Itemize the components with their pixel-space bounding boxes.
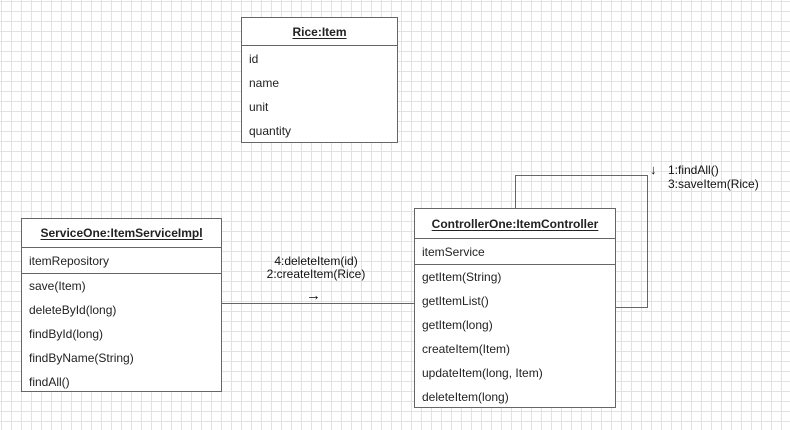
- edge-controller-self-loop-segment-left[interactable]: [515, 175, 516, 208]
- method-row: updateItem(long, Item): [422, 366, 543, 380]
- method-row: getItem(String): [422, 270, 502, 284]
- down-arrow-icon: ↓: [650, 162, 657, 177]
- attribute-row: name: [249, 76, 280, 90]
- serviceone-methods: save(Item) deleteById(long) findById(lon…: [22, 274, 221, 394]
- attribute-row: itemRepository: [29, 253, 110, 268]
- edge-label-line: 4:deleteItem(id): [274, 254, 358, 268]
- edge-service-to-controller[interactable]: [222, 303, 414, 304]
- attribute-row: itemService: [422, 244, 485, 259]
- method-row: findById(long): [29, 327, 104, 341]
- attribute-row: id: [249, 51, 259, 66]
- rice-item-title: Rice:Item: [242, 18, 397, 46]
- method-row: getItemList(): [422, 294, 489, 308]
- edge-controller-self-loop-segment-bottom[interactable]: [616, 307, 648, 308]
- method-row: save(Item): [29, 279, 86, 293]
- right-arrow-icon: →: [306, 287, 321, 304]
- serviceone-title: ServiceOne:ItemServiceImpl: [22, 219, 221, 248]
- method-row: getItem(long): [422, 318, 493, 332]
- uml-object-rice-item[interactable]: Rice:Item id name unit quantity: [241, 17, 398, 143]
- method-row: deleteItem(long): [422, 390, 509, 404]
- controllerone-attributes: itemService: [415, 239, 615, 265]
- controllerone-title: ControllerOne:ItemController: [415, 209, 615, 239]
- attribute-row: unit: [249, 100, 269, 114]
- edge-label-line: 3:saveItem(Rice): [668, 177, 759, 191]
- attribute-row: quantity: [249, 124, 292, 138]
- serviceone-attributes: itemRepository: [22, 248, 221, 274]
- edge-controller-self-loop-segment-top[interactable]: [515, 175, 648, 176]
- edge-label-service-controller[interactable]: 4:deleteItem(id) 2:createItem(Rice): [256, 255, 376, 281]
- edge-label-line: 1:findAll(): [668, 163, 719, 177]
- method-row: createItem(Item): [422, 342, 511, 356]
- method-row: deleteById(long): [29, 303, 117, 317]
- rice-item-attributes: id name unit quantity: [242, 46, 397, 143]
- uml-object-serviceone[interactable]: ServiceOne:ItemServiceImpl itemRepositor…: [21, 218, 222, 392]
- method-row: findAll(): [29, 375, 70, 389]
- controllerone-methods: getItem(String) getItemList() getItem(lo…: [415, 265, 615, 409]
- edge-label-line: 2:createItem(Rice): [266, 267, 366, 281]
- method-row: findByName(String): [29, 351, 134, 365]
- edge-label-controller-self-loop[interactable]: 1:findAll() 3:saveItem(Rice): [668, 163, 759, 191]
- uml-object-controllerone[interactable]: ControllerOne:ItemController itemService…: [414, 208, 616, 408]
- edge-controller-self-loop-segment-right[interactable]: [647, 175, 648, 308]
